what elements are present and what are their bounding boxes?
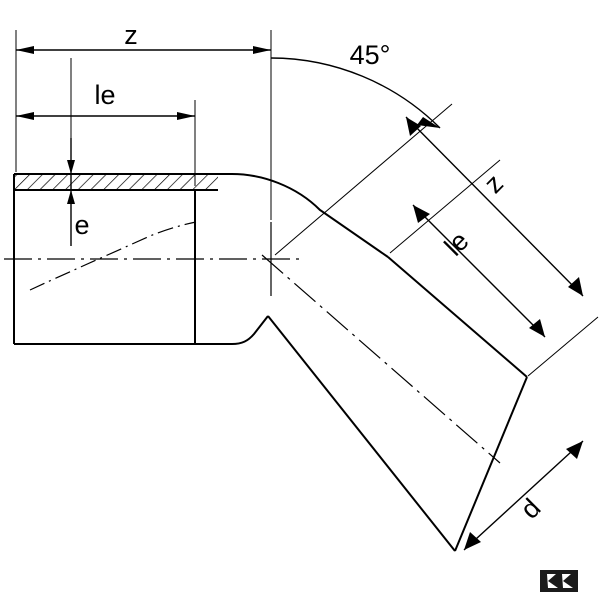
internal-bore-hidden-lines [29,221,197,291]
label-e: e [74,210,89,240]
label-d: d [515,493,547,525]
dimension-z-horizontal: z [16,20,271,54]
label-angle-45: 45° [350,40,391,70]
extension-lines-top [15,30,272,220]
elbow-body-outline [231,173,389,345]
dimension-z-diagonal: z [405,116,584,297]
corner-logo [540,570,578,592]
angle-dimension-45: 45° [270,40,441,129]
dimension-e-wall-thickness: e [67,138,90,246]
label-z-horizontal: z [124,20,138,50]
dimension-d-diameter: d [463,440,584,551]
centre-lines [4,222,501,464]
wall-thickness-hatch [14,174,218,190]
extension-lines-diagonal [274,103,599,377]
dimension-le-diagonal: le [412,204,546,338]
label-le-horizontal: le [94,80,115,110]
dimension-le-horizontal: le [16,80,195,120]
label-le-diagonal: le [439,226,475,262]
diagonal-branch-outline [267,256,528,552]
